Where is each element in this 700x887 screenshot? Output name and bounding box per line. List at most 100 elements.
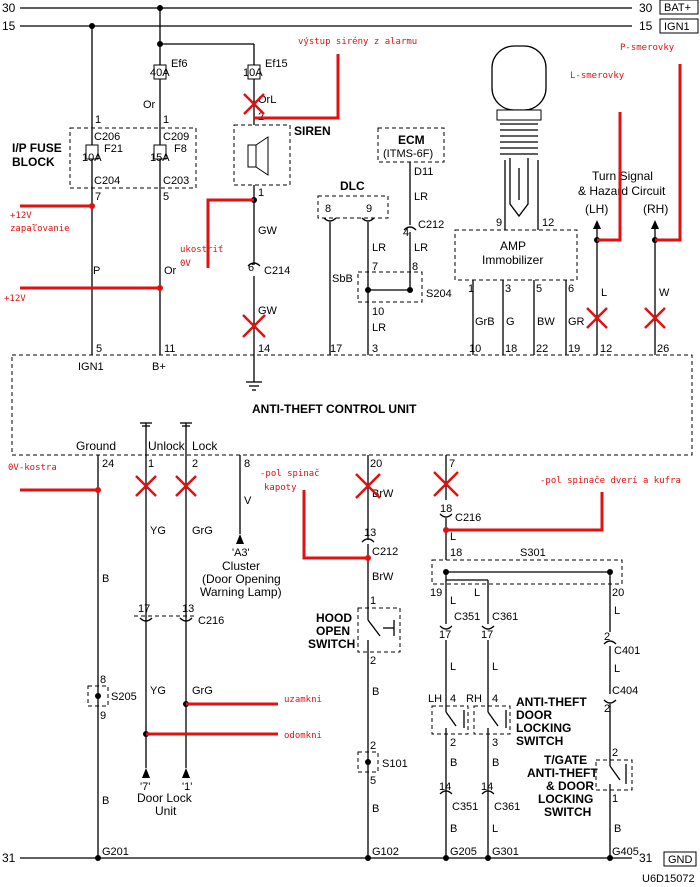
ef15-label: Ef15	[265, 58, 288, 70]
ef15-amp: 10A	[243, 67, 263, 79]
wire-l2: L	[450, 595, 456, 607]
lh-door-switch	[431, 705, 469, 735]
pin-d11: D11	[414, 166, 433, 178]
pin-c216-17: 17	[138, 603, 150, 615]
pin-s204-8: 8	[412, 261, 418, 273]
turn-line1: Turn Signal	[592, 169, 653, 183]
power-rails: 30 15 30 15 BAT+ IGN1	[2, 0, 699, 34]
anno-ground-2: 0V	[180, 259, 191, 269]
s205-label: S205	[111, 691, 137, 703]
cut-mark-w	[644, 307, 666, 329]
pin-hood-1: 1	[370, 595, 376, 607]
pin-c361-14: 14	[481, 781, 493, 793]
bat-plus-label: BAT+	[664, 2, 691, 14]
sw-rh: RH	[466, 693, 482, 705]
wire-gw1: GW	[258, 225, 278, 237]
pin-amp-12: 12	[542, 217, 554, 229]
pin-top-3: 3	[372, 343, 378, 355]
cut-mark-lock	[175, 475, 197, 497]
cut-mark-siren	[243, 93, 265, 115]
rh-door-switch	[473, 705, 511, 735]
wire-l7: L	[614, 663, 620, 675]
wire-or1: Or	[143, 99, 156, 111]
adl-line3: LOCKING	[516, 721, 571, 735]
anno-l-smer: L-smerovky	[570, 71, 625, 81]
wire-lr3: LR	[372, 242, 386, 254]
door-lock-pin7: '7'	[140, 781, 150, 793]
pin-top-22: 22	[536, 343, 548, 355]
pin-c404-2: 2	[604, 703, 610, 715]
wire-grg2: GrG	[192, 685, 213, 697]
wire-l1: L	[450, 531, 456, 543]
wire-b7: B	[450, 823, 457, 835]
pin-s101-5: 5	[370, 775, 376, 787]
c216b-label: C216	[455, 512, 481, 524]
g301-label: G301	[492, 846, 519, 858]
rail-15-left: 15	[2, 19, 16, 33]
ef6-label: Ef6	[171, 58, 188, 70]
g201-label: G201	[102, 846, 129, 858]
anno-ign-1: +12V	[10, 211, 32, 221]
wire-l4: L	[614, 605, 620, 617]
pin-s101-2: 2	[370, 740, 376, 752]
pin-hood-2: 2	[370, 655, 376, 667]
pin-bot-24: 24	[102, 458, 114, 470]
pin-c401-2: 2	[604, 631, 610, 643]
pin-rh-4: 4	[492, 693, 498, 705]
g405-label: G405	[612, 846, 639, 858]
pin-top-26: 26	[657, 343, 669, 355]
diagram-code: U6D15072	[642, 873, 695, 885]
f21-amp: 10A	[82, 152, 102, 164]
wire-b-tg: B	[614, 823, 621, 835]
anno-unlock: odomkni	[284, 731, 322, 741]
gnd-31-right: 31	[639, 851, 653, 865]
wire-g: G	[506, 316, 515, 328]
rail-15-right: 15	[639, 19, 653, 33]
ecm-line1: ECM	[398, 133, 425, 147]
wire-brw2: BrW	[372, 571, 394, 583]
unit-unlock: Unlock	[148, 439, 186, 453]
pin-c204-7: 7	[95, 191, 101, 203]
wire-lr2: LR	[414, 242, 428, 254]
c204-label: C204	[94, 175, 120, 187]
door-switch-section: 18 C216 L 18 S301 19 20 L L L C351 C361 …	[428, 455, 640, 861]
wire-or2: Or	[164, 265, 177, 277]
c401-label: C401	[614, 645, 640, 657]
pin-top-5: 5	[96, 343, 102, 355]
siren-icon	[247, 144, 257, 168]
pin-top-10: 10	[469, 343, 481, 355]
s204-label: S204	[426, 288, 452, 300]
c361a-label: C361	[492, 611, 518, 623]
adl-line2: DOOR	[516, 708, 552, 722]
siren-label: SIREN	[294, 124, 331, 138]
wire-v: V	[244, 495, 252, 507]
gnd-31-left: 31	[2, 851, 16, 865]
g102-label: G102	[372, 846, 399, 858]
unit-ground: Ground	[76, 439, 116, 453]
ef6-amp: 40A	[150, 67, 170, 79]
wire-yg2: YG	[150, 685, 166, 697]
anno-hood-2: kapoty	[264, 483, 297, 493]
pin-s301-19: 19	[430, 587, 442, 599]
rail-30-left: 30	[2, 1, 16, 15]
cut-mark-gr	[586, 307, 608, 329]
pin-top-19: 19	[568, 343, 580, 355]
gnd-label: GND	[668, 854, 693, 866]
cluster-line1: Cluster	[222, 559, 260, 573]
pin-amp-5: 5	[536, 283, 542, 295]
pin-dlc-8: 8	[325, 203, 331, 215]
c212a-label: C212	[418, 219, 444, 231]
tg-line1: T/GATE	[544, 753, 587, 767]
pin-top-12: 12	[600, 343, 612, 355]
c212b-label: C212	[372, 546, 398, 558]
pin-amp-9: 9	[496, 217, 502, 229]
cluster-a3: 'A3'	[232, 547, 250, 559]
pin-bot-1: 1	[148, 458, 154, 470]
wire-grg1: GrG	[192, 525, 213, 537]
pin-c361-17: 17	[481, 629, 493, 641]
c216a-label: C216	[198, 615, 224, 627]
ecm-line2: (ITMS-6F)	[383, 148, 433, 160]
unit-bplus: B+	[152, 361, 166, 373]
pin-s301-20: 20	[612, 587, 624, 599]
f21-label: F21	[104, 143, 123, 155]
